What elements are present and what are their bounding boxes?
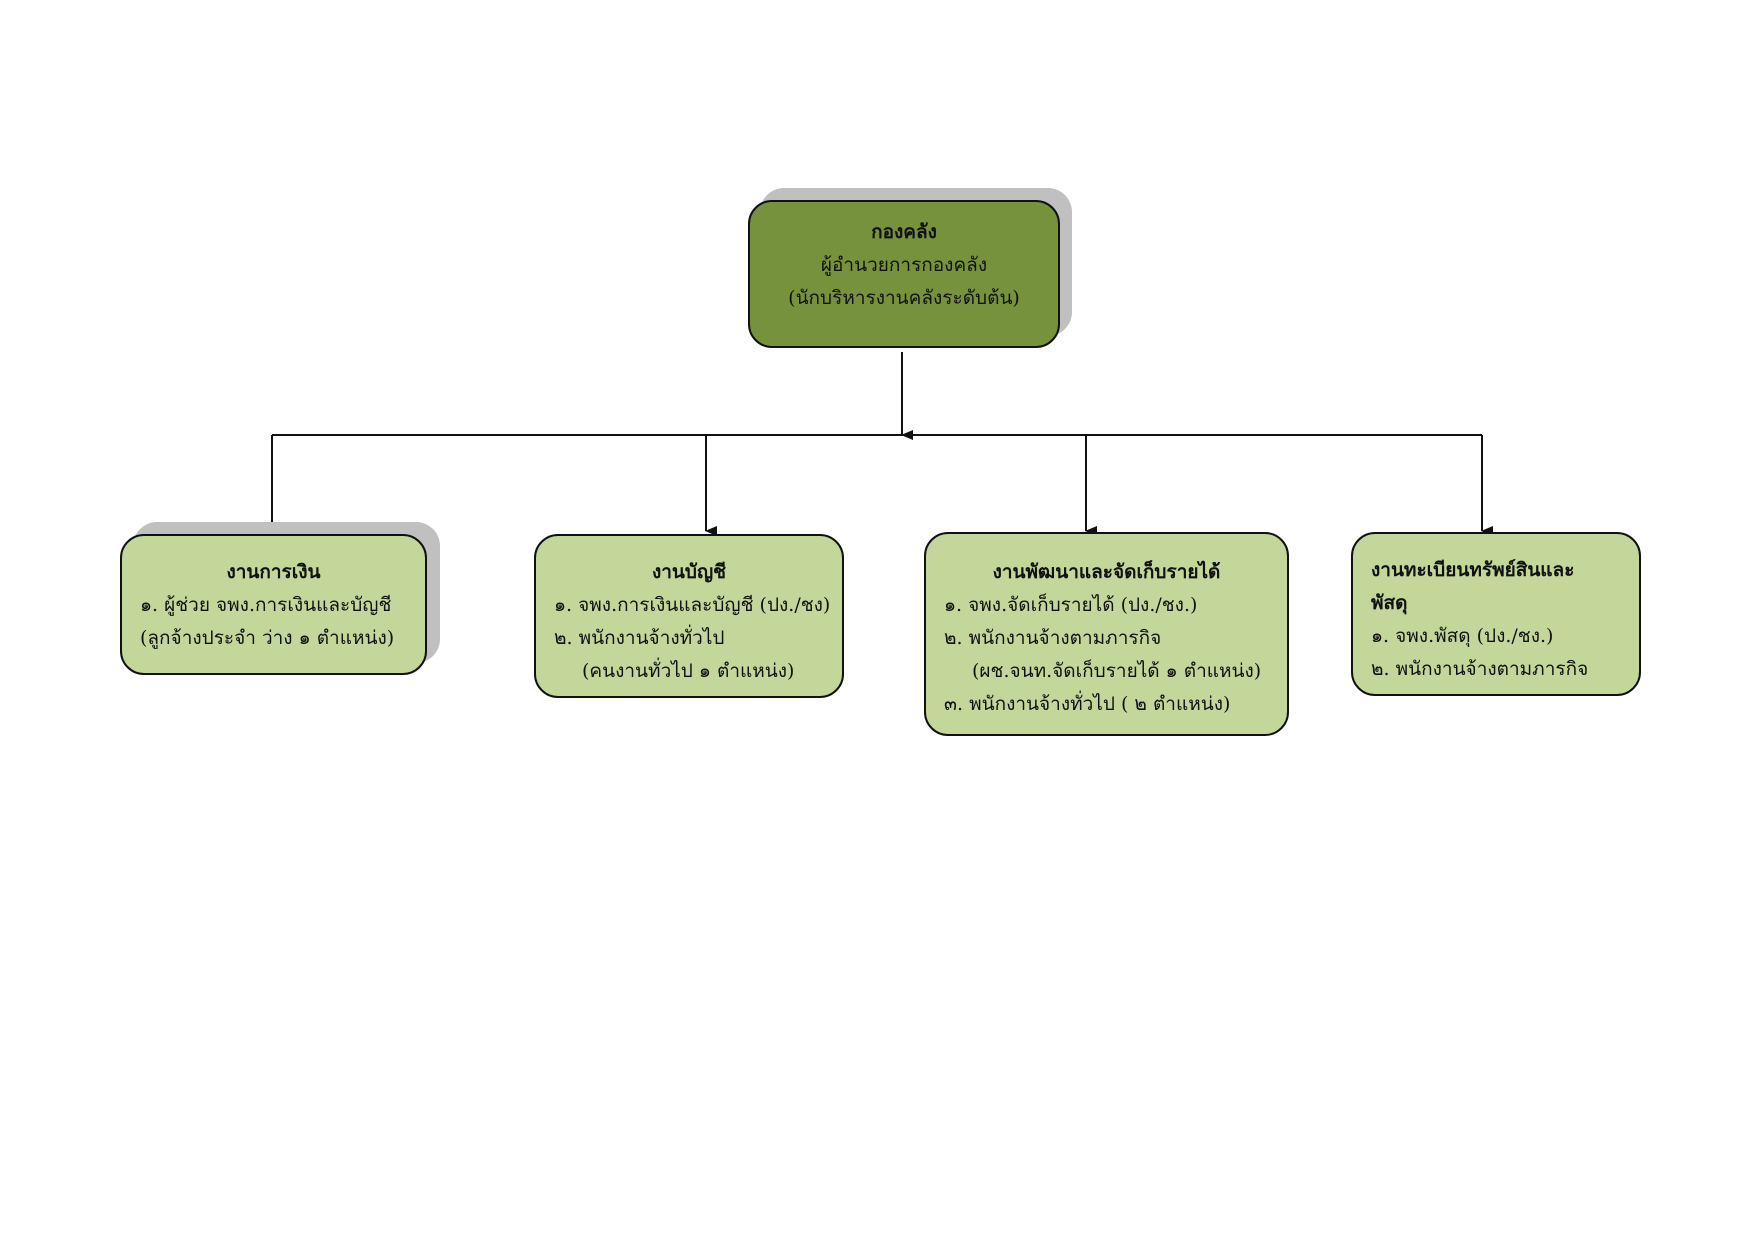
root-line: ผู้อำนวยการกองคลัง [820,254,988,276]
unit-line: ๒. พนักงานจ้างทั่วไป [554,627,725,649]
unit-line: ๑. จพง.จัดเก็บรายได้ (ปง./ชง.) [944,594,1198,616]
unit-line: ๓. พนักงานจ้างทั่วไป ( ๒ ตำแหน่ง) [944,693,1231,715]
unit-box-accounting: งานบัญชี ๑. จพง.การเงินและบัญชี (ปง./ชง)… [534,534,844,698]
unit-line: ๑. ผู้ช่วย จพง.การเงินและบัญชี [140,594,392,616]
root-box: กองคลัง ผู้อำนวยการกองคลัง (นักบริหารงาน… [748,200,1060,348]
unit-line: ๑. จพง.การเงินและบัญชี (ปง./ชง) [554,594,831,616]
unit-line: (ลูกจ้างประจำ ว่าง ๑ ตำแหน่ง) [140,627,395,649]
unit-line: (คนงานทั่วไป ๑ ตำแหน่ง) [582,660,795,682]
unit-box-revenue: งานพัฒนาและจัดเก็บรายได้ ๑. จพง.จัดเก็บร… [924,532,1289,736]
unit-box-finance: งานการเงิน ๑. ผู้ช่วย จพง.การเงินและบัญช… [120,534,427,675]
unit-line: ๒. พนักงานจ้างตามภารกิจ [1371,658,1589,680]
unit-box-property: งานทะเบียนทรัพย์สินและ พัสดุ ๑. จพง.พัสด… [1351,532,1641,696]
unit-title: งานบัญชี [651,561,727,583]
unit-title: พัสดุ [1371,592,1408,614]
unit-line: ๑. จพง.พัสดุ (ปง./ชง.) [1371,625,1554,647]
unit-title: งานพัฒนาและจัดเก็บรายได้ [992,561,1221,583]
root-title: กองคลัง [871,221,937,243]
unit-title: งานการเงิน [226,561,321,583]
root-line: (นักบริหารงานคลังระดับต้น) [788,287,1020,309]
unit-line: ๒. พนักงานจ้างตามภารกิจ [944,627,1162,649]
unit-title: งานทะเบียนทรัพย์สินและ [1371,559,1575,581]
unit-line: (ผช.จนท.จัดเก็บรายได้ ๑ ตำแหน่ง) [972,660,1262,682]
